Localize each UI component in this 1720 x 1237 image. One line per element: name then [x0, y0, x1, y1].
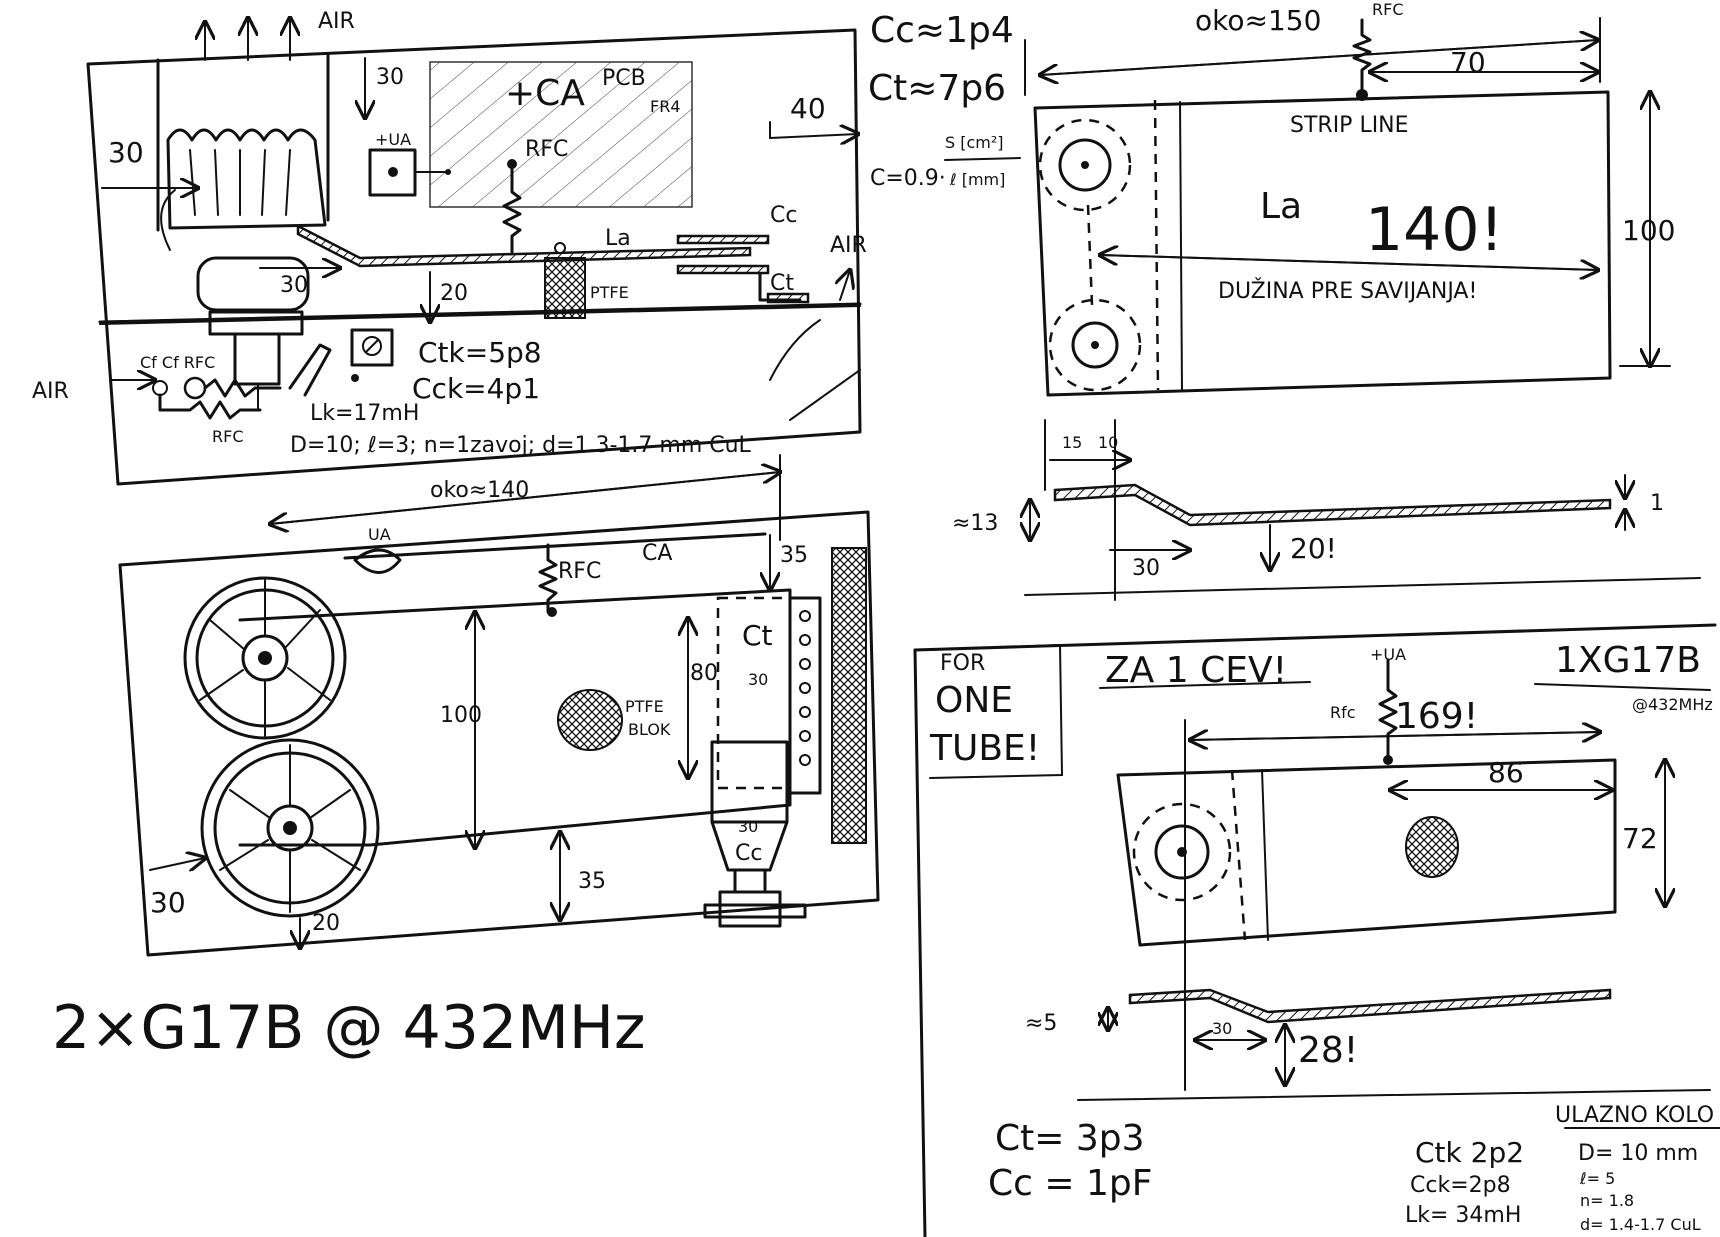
label-at-432: @432MHz — [1632, 695, 1713, 714]
annotations: AIR AIR AIR 30 30 +UA +CA PCB FR4 RFC 40… — [32, 0, 1714, 1234]
cc-value: Cc≈1p4 — [870, 10, 1014, 51]
label-ua-top: +UA — [375, 130, 411, 149]
c-formula-den: ℓ [mm] — [949, 170, 1005, 189]
dim-30-top: 30 — [376, 65, 404, 90]
label-ulazno: ULAZNO KOLO — [1555, 1103, 1714, 1128]
label-oko-140: oko≈140 — [430, 478, 529, 503]
title-1x-g17b: 1XG17B — [1555, 640, 1701, 681]
dim-28: 28! — [1298, 1030, 1358, 1071]
title-2x-g17b: 2×G17B @ 432MHz — [52, 993, 646, 1063]
strip-line-view — [1025, 17, 1701, 601]
label-duzina: DUŽINA PRE SAVIJANJA! — [1218, 278, 1477, 304]
dim-20-bottom: 20 — [312, 911, 340, 936]
label-air-top: AIR — [318, 9, 355, 34]
label-rfc-lower: RFC — [212, 427, 244, 446]
label-tube: TUBE! — [929, 728, 1040, 769]
ctk-one: Ctk 2p2 — [1415, 1136, 1524, 1169]
dim-35-top: 35 — [780, 543, 808, 568]
one-tube-view — [913, 623, 1720, 1237]
label-ca-bottom: CA — [642, 541, 672, 566]
dim-15: 15 — [1062, 433, 1082, 452]
label-air-right: AIR — [830, 233, 867, 258]
dim-30-bottom: 30 — [150, 886, 186, 919]
dim-30-ct: 30 — [748, 670, 768, 689]
label-ca-top: +CA — [505, 73, 585, 114]
dim-5: ≈5 — [1025, 1011, 1057, 1036]
label-lk: Lk=17mH — [310, 401, 419, 426]
label-oko-150: oko≈150 — [1195, 4, 1321, 37]
dim-40: 40 — [790, 92, 826, 125]
label-ua-one: +UA — [1370, 645, 1406, 664]
dim-20-bend: 20! — [1290, 532, 1337, 565]
label-ptfe-block: PTFE — [625, 697, 664, 716]
dim-35-bottom: 35 — [578, 869, 606, 894]
dd-one: d= 1.4-1.7 CuL — [1580, 1215, 1701, 1234]
dim-10: 10 — [1098, 433, 1118, 452]
label-ctk: Ctk=5p8 — [418, 336, 542, 369]
label-za-1-cev: ZA 1 CEV! — [1105, 650, 1287, 691]
d-one: D= 10 mm — [1578, 1141, 1698, 1166]
label-ct-bottom: Ct — [742, 619, 773, 652]
label-rfc-top: RFC — [525, 137, 568, 162]
label-coil: D=10; ℓ=3; n=1zavoj; d=1.3-1.7 mm CuL — [290, 433, 752, 458]
dim-30-cc: 30 — [738, 817, 758, 836]
label-cf-crfc: Cf Cf RFC — [140, 353, 215, 372]
dim-1: 1 — [1650, 491, 1664, 516]
dim-13: ≈13 — [952, 511, 998, 536]
dim-169: 169! — [1395, 696, 1478, 737]
dim-100-bottom: 100 — [440, 703, 482, 728]
ct-value: Ct≈7p6 — [868, 68, 1006, 109]
label-ua-bottom: UA — [368, 525, 391, 544]
dim-140: 140! — [1365, 195, 1504, 265]
dim-80: 80 — [690, 661, 718, 686]
cc-one: Cc = 1pF — [988, 1163, 1152, 1204]
label-cc-bottom: Cc — [735, 841, 762, 866]
label-la-side: La — [605, 226, 631, 251]
label-rfc-one: Rfc — [1330, 703, 1356, 722]
lk-one: Lk= 34mH — [1405, 1203, 1521, 1228]
label-pcb: PCB — [602, 66, 646, 91]
label-for: FOR — [940, 651, 985, 676]
top-view-2x — [118, 510, 880, 957]
label-cc-side: Cc — [770, 203, 797, 228]
label-strip-line: STRIP LINE — [1290, 113, 1409, 138]
label-ptfe-side: PTFE — [590, 283, 629, 302]
label-blok: BLOK — [628, 720, 671, 739]
dim-30-one: 30 — [1212, 1019, 1232, 1038]
cck-one: Cck=2p8 — [1410, 1173, 1511, 1198]
c-formula-num: S [cm²] — [945, 133, 1004, 152]
ct-one: Ct= 3p3 — [995, 1118, 1145, 1159]
side-view-2x — [86, 18, 862, 541]
label-air-left: AIR — [32, 379, 69, 404]
label-fr4: FR4 — [650, 97, 681, 116]
label-la-right: La — [1260, 186, 1302, 227]
dim-30-bend: 30 — [1132, 556, 1160, 581]
label-rfc-right: RFC — [1372, 0, 1404, 19]
label-one: ONE — [935, 680, 1013, 721]
dim-86: 86 — [1488, 756, 1524, 789]
dim-30-left: 30 — [108, 136, 144, 169]
n-one: n= 1.8 — [1580, 1191, 1634, 1210]
label-cck: Cck=4p1 — [412, 372, 540, 405]
dim-72: 72 — [1622, 822, 1658, 855]
dim-30-cav: 30 — [280, 273, 308, 298]
dim-20-cav: 20 — [440, 281, 468, 306]
c-formula-lhs: C=0.9· — [870, 166, 946, 191]
dim-70: 70 — [1450, 46, 1486, 79]
l-one: ℓ= 5 — [1579, 1169, 1615, 1188]
dim-100-right: 100 — [1622, 214, 1675, 247]
label-rfc-bottom: RFC — [558, 559, 601, 584]
label-ct-side: Ct — [770, 271, 794, 296]
